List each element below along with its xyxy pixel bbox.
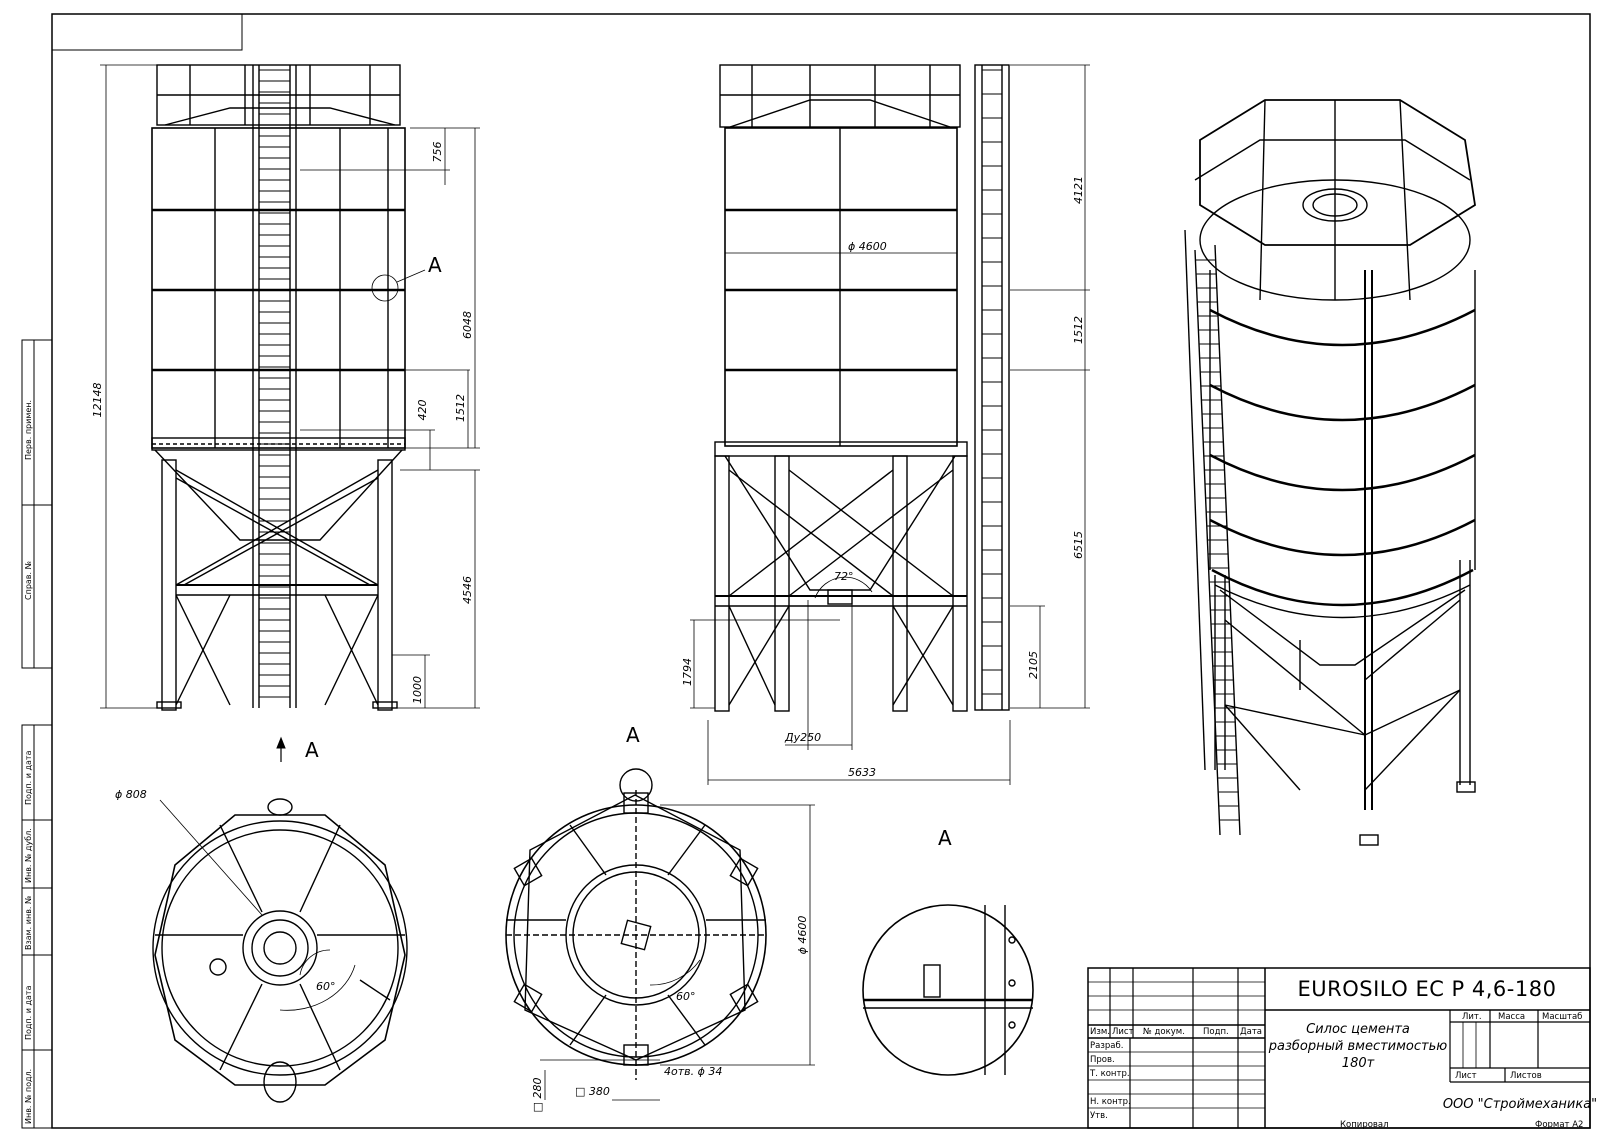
dim-plan-top-60: 60° [316,980,336,993]
front-dimensions [100,64,480,709]
tb-role-prov: Пров. [1090,1055,1115,1065]
tb-copied: Копировал [1340,1120,1389,1130]
detail-a-label: A [938,826,952,850]
dim-base-380: □ 380 [575,1085,610,1098]
dim-front-756: 756 [431,142,444,163]
dim-side-outlet: Ду250 [784,731,821,744]
title-name-line1: Силос цемента [1306,1022,1410,1037]
tb-role-nkontr: Н. контр. [1090,1097,1131,1107]
view-arrow [276,736,286,762]
tb-lit: Лит. [1462,1012,1482,1022]
stamp-podp-data-1: Подп. и дата [24,750,33,805]
dim-base-60: 60° [676,990,696,1003]
isometric-view [1184,99,1476,846]
stamp-vzam-inv: Взам. инв. № [24,895,33,950]
tb-role-utv: Утв. [1090,1111,1108,1121]
front-ladder-rungs [259,69,290,698]
dim-front-420: 420 [416,400,429,421]
callout-a: A [428,253,442,277]
side-ladder-rungs [982,69,1002,695]
tb-header-date: Дата [1240,1027,1262,1037]
dim-plan-808: ϕ 808 [115,788,147,801]
dim-front-4546: 4546 [461,576,474,604]
tb-role-razrab: Разраб. [1090,1041,1123,1051]
tb-header-doc: № докум. [1143,1027,1185,1037]
dim-side-diameter: ϕ 4600 [848,240,887,253]
tb-format: Формат А2 [1535,1120,1583,1130]
title-block [1087,967,1591,1129]
tb-company: ООО "Строймеханика" [1443,1097,1597,1112]
tb-role-tkontr: Т. контр. [1089,1069,1130,1079]
plan-base-view [505,768,815,1101]
detail-a [862,904,1034,1076]
title-name-line2: разборный вместимостью [1268,1039,1447,1054]
dim-front-6048: 6048 [461,311,474,339]
stamp-inv-dubl: Инв. № дубл. [24,828,33,883]
stamp-sprav-no: Справ. № [24,560,33,600]
tb-sheet: Лист [1455,1071,1477,1081]
front-view [151,64,406,711]
dim-side-6515: 6515 [1072,531,1085,559]
dim-side-angle-72: 72° [834,570,854,583]
tb-header-izm: Изм. [1090,1027,1110,1037]
stamp-podp-data-2: Подп. и дата [24,985,33,1040]
dim-side-5633: 5633 [848,766,876,779]
dim-side-2105: 2105 [1027,651,1040,679]
iso-ladder-rungs [1196,259,1240,821]
front-arrow-label: A [305,738,319,762]
dim-base-holes: 4отв. ϕ 34 [664,1065,722,1078]
side-view [714,64,1010,712]
title-designation: EUROSILO EC P 4,6-180 [1298,977,1557,1001]
dim-front-1512: 1512 [454,394,467,422]
view-a-top-label: A [626,723,640,747]
stamp-inv-podl: Инв. № подл. [24,1069,33,1124]
plan-top-view [152,798,408,1103]
tb-header-sign: Подп. [1203,1027,1229,1037]
dim-side-4121: 4121 [1072,176,1085,204]
dim-side-1794: 1794 [681,658,694,686]
side-stamp [21,339,53,1129]
dim-base-280: □ 280 [531,1078,544,1113]
dim-front-total-height: 12148 [91,383,104,418]
dim-front-1000: 1000 [411,676,424,704]
dim-side-1512: 1512 [1072,316,1085,344]
tb-sheets: Листов [1510,1071,1542,1081]
dim-base-4600: ϕ 4600 [796,916,809,955]
tb-header-list: Лист [1112,1027,1134,1037]
side-dimensions [690,64,1090,785]
stamp-perv-primen: Перв. примен. [24,400,33,460]
tb-scale: Масштаб [1542,1012,1582,1022]
title-name-line3: 180т [1342,1056,1375,1071]
tb-mass: Масса [1498,1012,1525,1022]
